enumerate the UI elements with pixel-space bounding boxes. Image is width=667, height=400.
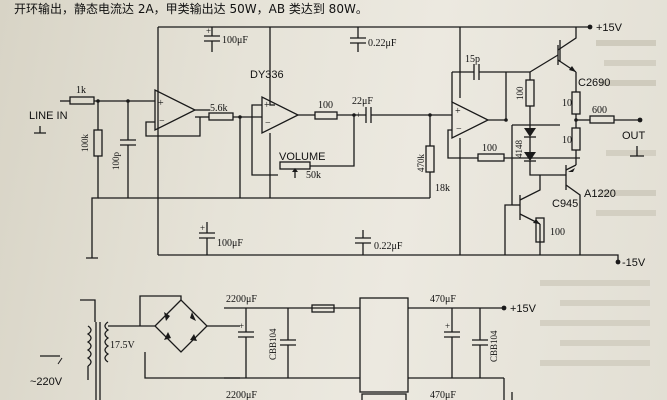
top-film-label: 0.22μF [368, 38, 397, 49]
transistor-a1220 [560, 164, 581, 255]
filter-cap-1 [238, 308, 254, 378]
output-resistor-label: 600 [592, 105, 607, 116]
ac-input-label: ~220V [30, 376, 63, 388]
filter-cap-1-label: 2200μF [226, 294, 257, 305]
svg-text:−: − [456, 124, 462, 135]
bottom-film-label: 0.22μF [374, 241, 403, 252]
emitter-resistor-bottom [571, 127, 581, 151]
output-cap-1-label: 470μF [430, 294, 456, 305]
neg-rail-label: -15V [622, 257, 646, 269]
bottom-film-cap [355, 230, 371, 255]
resistor-470k [425, 145, 435, 173]
transistor-c2690-label: C2690 [578, 77, 610, 89]
filter-cap-cbb-label: CBB104 [268, 328, 278, 360]
transistor-c2690 [529, 27, 577, 73]
svg-text:+: + [158, 98, 164, 109]
resistor-5-6k-label: 5.6k [210, 103, 228, 114]
filter-cap-2-label: 2200μF [226, 390, 257, 400]
transistor-c945-label: C945 [552, 198, 578, 210]
svg-text:+: + [356, 110, 361, 120]
cap-15p [452, 64, 506, 80]
emitter-resistor-top [571, 91, 581, 115]
output-label: OUT [622, 130, 646, 142]
svg-text:−: − [265, 118, 271, 129]
input-shunt-resistor [93, 129, 103, 157]
ps-series-resistor [311, 304, 335, 313]
driver-resistor-100 [535, 217, 545, 243]
emitter-resistor-bottom-label: 10 [562, 135, 572, 146]
volume-pot [279, 161, 311, 170]
input-shunt-label: 100k [80, 134, 90, 153]
bias-resistor-label: 100 [515, 86, 525, 100]
svg-text:−: − [159, 116, 165, 127]
volume-label: VOLUME [279, 151, 325, 163]
caption-text: 开环输出，静态电流达 2A，甲类输出达 50W，AB 类达到 80W。 [14, 1, 368, 16]
output-cap-1 [444, 308, 460, 378]
svg-text:+: + [239, 321, 244, 331]
secondary-voltage-label: 17.5V [110, 340, 136, 351]
emitter-resistor-top-label: 10 [562, 98, 572, 109]
neg-rail-wire [158, 254, 619, 262]
feedback-resistor-100 [477, 153, 505, 162]
coupling-cap [365, 107, 372, 123]
pos-rail-label: +15V [596, 22, 623, 34]
top-electrolytic-cap: + [204, 26, 220, 52]
bottom-electrolytic-cap: + [199, 222, 215, 255]
input-resistor-1k [69, 96, 95, 105]
line-in-label: LINE IN [29, 110, 68, 122]
pos-rail-terminal [587, 24, 593, 30]
transistor-a1220-label: A1220 [584, 188, 616, 200]
opamp1-feedback [145, 117, 201, 137]
opamp1-symbol [154, 88, 197, 132]
regulator-block-2 [361, 393, 407, 400]
input-shunt-cap [120, 101, 136, 198]
volume-pot-value: 50k [306, 170, 321, 181]
resistor-470k-label: 470k [416, 154, 426, 173]
svg-text:+: + [445, 321, 450, 331]
input-cap-label: 100p [111, 152, 121, 171]
resistor-5-6k [208, 112, 234, 121]
svg-text:+: + [264, 100, 270, 111]
svg-text:+: + [455, 106, 461, 117]
bleed-through-text [540, 40, 656, 366]
neg-rail-terminal [615, 259, 621, 265]
line-in-ground [34, 126, 46, 134]
output-resistor-600 [589, 115, 615, 124]
output-ground [630, 146, 644, 157]
svg-text:+: + [206, 26, 211, 36]
bridge-rectifier [154, 299, 208, 353]
filter-cap-cbb [280, 308, 296, 378]
diode-label: 4148 [514, 140, 524, 159]
resistor-100-out [314, 111, 338, 120]
output-cap-2-label: 470μF [430, 390, 456, 400]
regulator-block [359, 297, 409, 393]
output-cap-cbb-label: CBB104 [489, 330, 499, 362]
resistor-100-out-label: 100 [318, 100, 333, 111]
transformer [80, 299, 110, 400]
opamp2-symbol [261, 95, 300, 135]
svg-text:+: + [200, 223, 205, 233]
opamp2-label: DY336 [250, 69, 284, 81]
ps-output-label: +15V [510, 303, 537, 315]
bias-resistor-100 [525, 79, 535, 107]
diode-4148-a [524, 125, 536, 138]
input-resistor-label: 1k [76, 85, 86, 96]
feedback-resistor-label: 100 [482, 143, 497, 154]
coupling-cap-label: 22μF [352, 96, 373, 107]
top-electrolytic-label: 100μF [222, 35, 248, 46]
cap-15p-label: 15p [465, 54, 480, 65]
output-cap-cbb [472, 308, 488, 378]
driver-resistor-label: 100 [550, 227, 565, 238]
transistor-c945 [512, 175, 541, 225]
resistor-18k-label: 18k [435, 183, 450, 194]
opamp3-symbol [451, 100, 490, 140]
top-film-cap [350, 27, 366, 52]
bottom-electrolytic-label: 100μF [217, 238, 243, 249]
